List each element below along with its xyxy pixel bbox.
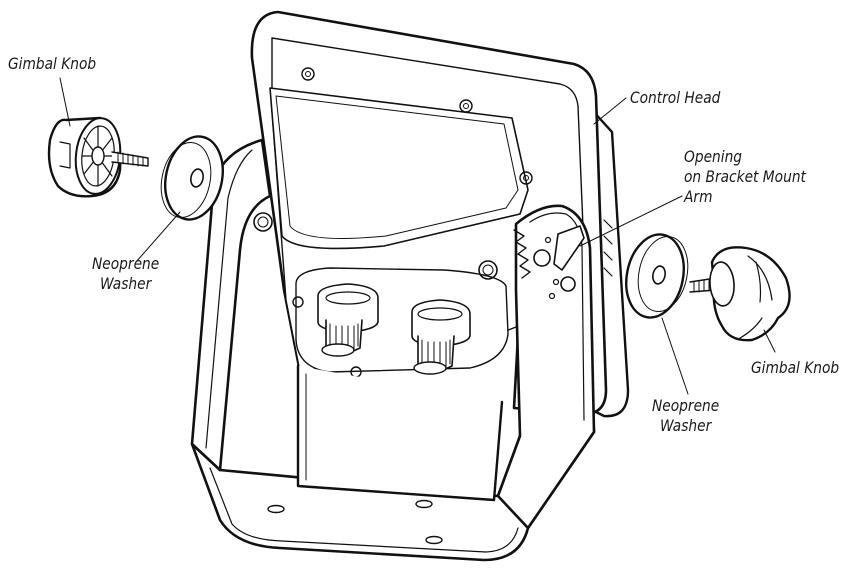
label-opening-line3: Arm — [684, 187, 713, 206]
label-neoprene-washer-left: Neoprene Washer — [92, 254, 159, 294]
cable-connector-left-icon — [317, 283, 379, 357]
label-neoprene-washer-left-line1: Neoprene — [92, 254, 160, 273]
leader-gimbal-knob-right — [763, 329, 776, 353]
bracket-mount — [190, 138, 596, 562]
label-control-head: Control Head — [630, 88, 721, 107]
gimbal-knob-left-icon — [47, 116, 149, 198]
neoprene-washer-left-icon — [160, 135, 224, 221]
leader-opening — [579, 195, 683, 247]
label-neoprene-washer-left-line2: Washer — [99, 274, 152, 293]
label-neoprene-washer-right: Neoprene Washer — [652, 396, 719, 436]
neoprene-washer-right-icon — [625, 233, 689, 319]
label-opening-line2: on Bracket Mount — [684, 167, 806, 186]
leader-washer-left — [135, 211, 181, 263]
leader-control-head — [593, 97, 627, 125]
label-gimbal-knob-right: Gimbal Knob — [751, 358, 840, 377]
label-opening-bracket-arm: Opening on Bracket Mount Arm — [684, 147, 806, 207]
label-gimbal-knob-left: Gimbal Knob — [8, 54, 97, 73]
leader-lines — [59, 77, 776, 395]
leader-washer-right — [661, 317, 689, 395]
gimbal-knob-right-icon — [689, 246, 791, 342]
cable-connector-right-icon — [411, 299, 471, 375]
label-opening-line1: Opening — [684, 147, 743, 166]
leader-gimbal-knob-left — [59, 77, 71, 127]
label-neoprene-washer-right-line2: Washer — [659, 416, 712, 435]
label-neoprene-washer-right-line1: Neoprene — [652, 396, 720, 415]
